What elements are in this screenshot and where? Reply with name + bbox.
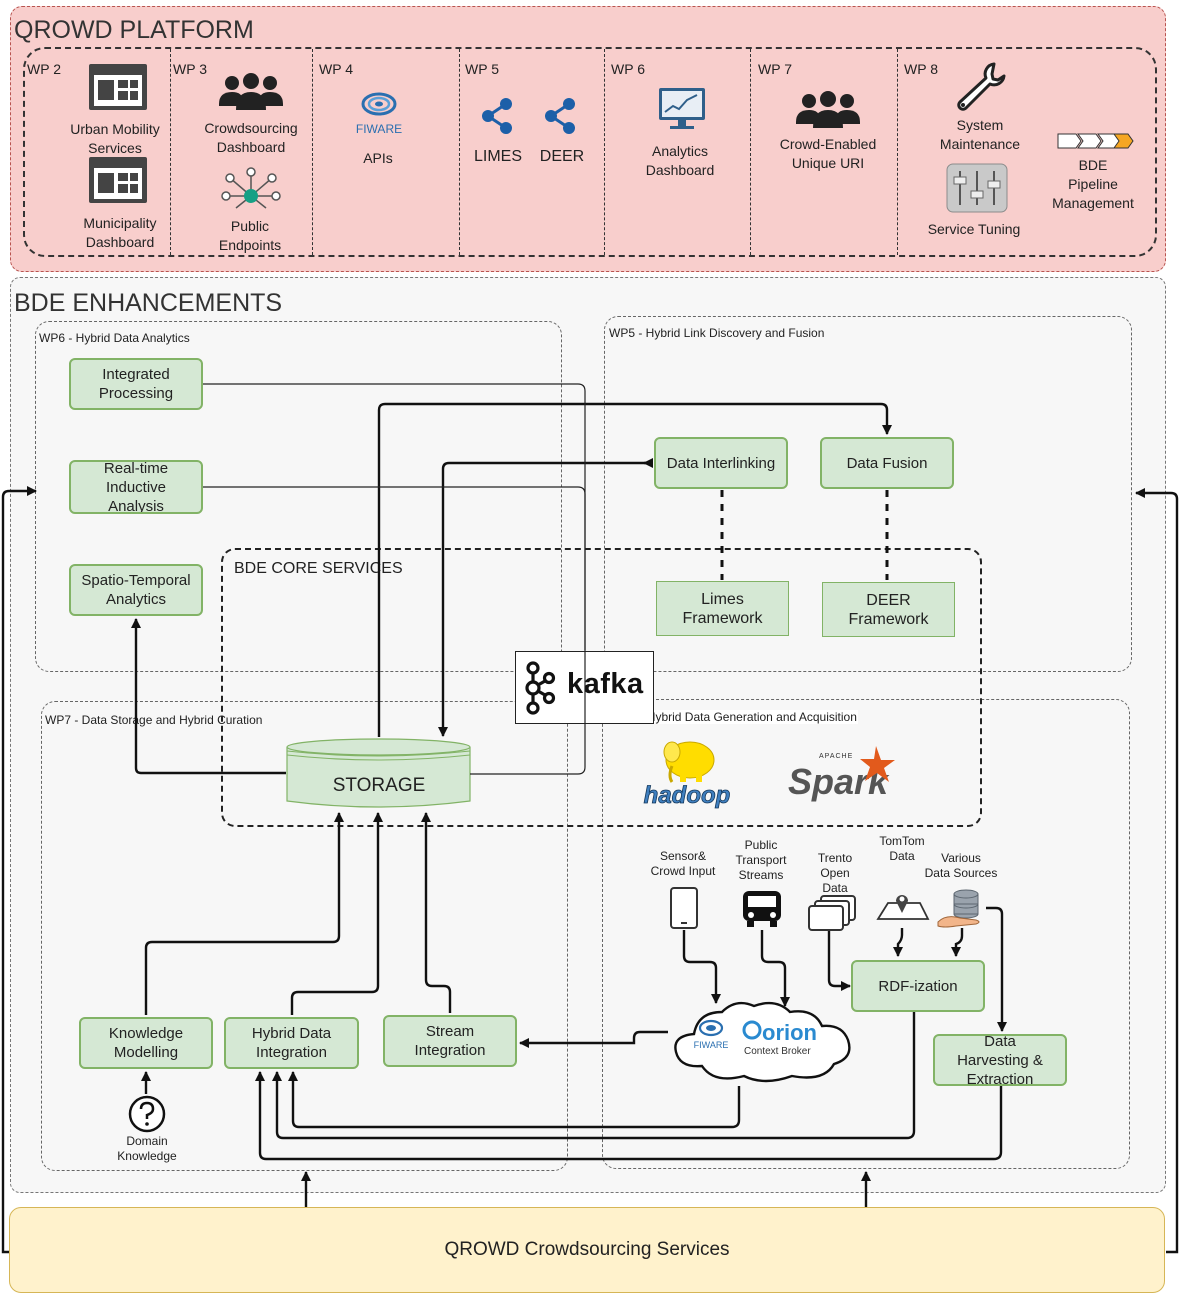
sensor-crowd-input-label: Sensor&Crowd Input — [650, 849, 716, 878]
wp6-region-label: WP6 - Hybrid Data Analytics — [39, 331, 190, 345]
data-fusion-box: Data Fusion — [820, 437, 954, 489]
data-interlinking-box: Data Interlinking — [654, 437, 788, 489]
service-tuning-label: Service Tuning — [927, 221, 1021, 237]
wp-separator — [170, 49, 171, 255]
wp4-label: WP 4 — [319, 61, 353, 77]
database-hand-icon — [937, 889, 980, 928]
kafka-text: kafka — [567, 668, 644, 700]
wp5-region — [604, 316, 1132, 672]
wp2-label: WP 2 — [27, 61, 61, 77]
fiware-logo-icon: FIWARE — [356, 92, 402, 136]
storage-label: STORAGE — [332, 775, 426, 796]
kafka-icon — [525, 661, 556, 715]
wp4-region-label: WP 4 - Hybrid Data Generation and Acquis… — [606, 710, 858, 724]
orion-text: orion — [762, 1020, 817, 1045]
network-nodes-icon — [221, 167, 281, 209]
tablet-icon — [670, 887, 698, 929]
wp4-region — [602, 699, 1130, 1169]
share-icon — [545, 98, 575, 134]
bus-icon — [743, 891, 781, 927]
question-icon — [128, 1095, 166, 1133]
group-icon — [219, 73, 283, 110]
broker-fiware-text: FIWARE — [694, 1040, 729, 1050]
bde-core-services-region — [221, 548, 982, 827]
wp8-label: WP 8 — [904, 61, 938, 77]
work-packages-container — [23, 47, 1157, 257]
deer-label: DEER — [539, 148, 585, 165]
crowdsourcing-services-panel: QROWD Crowdsourcing Services — [9, 1207, 1165, 1293]
wp6-region — [35, 321, 562, 672]
mixer-sliders-icon — [946, 163, 1008, 213]
documents-stack-icon — [808, 895, 856, 931]
storage-cylinder — [286, 738, 471, 808]
wp7-label: WP 7 — [758, 61, 792, 77]
wp3-label: WP 3 — [173, 61, 207, 77]
platform-title: QROWD PLATFORM — [14, 16, 254, 44]
wp7-region-label: WP7 - Data Storage and Hybrid Curation — [45, 713, 263, 727]
context-broker-text: Context Broker — [744, 1046, 811, 1057]
wp6-label: WP 6 — [611, 61, 645, 77]
spark-logo: APACHE Spark — [788, 746, 895, 802]
pipeline-icon — [1057, 133, 1134, 149]
dashboard-icon — [89, 157, 147, 203]
wp5-label: WP 5 — [465, 61, 499, 77]
enhancements-title: BDE ENHANCEMENTS — [14, 289, 283, 317]
wp-separator — [897, 49, 898, 255]
wp-separator — [604, 49, 605, 255]
core-services-label: BDE CORE SERVICES — [234, 560, 403, 577]
map-pin-icon — [876, 895, 930, 920]
rdf-ization-box: RDF-ization — [851, 960, 985, 1012]
wrench-icon — [957, 62, 1006, 111]
hadoop-logo: hadoop — [643, 741, 731, 809]
dashboard-icon — [89, 64, 147, 110]
spark-apache-text: APACHE — [819, 753, 853, 760]
fiware-logo-text: FIWARE — [356, 122, 402, 136]
apis-label: APIs — [363, 150, 393, 166]
group-icon — [796, 91, 860, 128]
wp7-region — [41, 701, 568, 1171]
share-icon — [482, 98, 512, 134]
hadoop-text: hadoop — [644, 782, 731, 809]
wp5-region-label: WP5 - Hybrid Link Discovery and Fusion — [609, 326, 825, 340]
limes-label: LIMES — [473, 148, 522, 165]
crowdsourcing-services-label: QROWD Crowdsourcing Services — [444, 1239, 730, 1260]
qrowd-platform-panel — [10, 6, 1166, 272]
wp-separator — [750, 49, 751, 255]
orion-context-broker-cloud: FIWARE orion Context Broker — [674, 1001, 851, 1083]
wp-separator — [312, 49, 313, 255]
analytics-monitor-icon — [659, 88, 705, 129]
wp-separator — [459, 49, 460, 255]
